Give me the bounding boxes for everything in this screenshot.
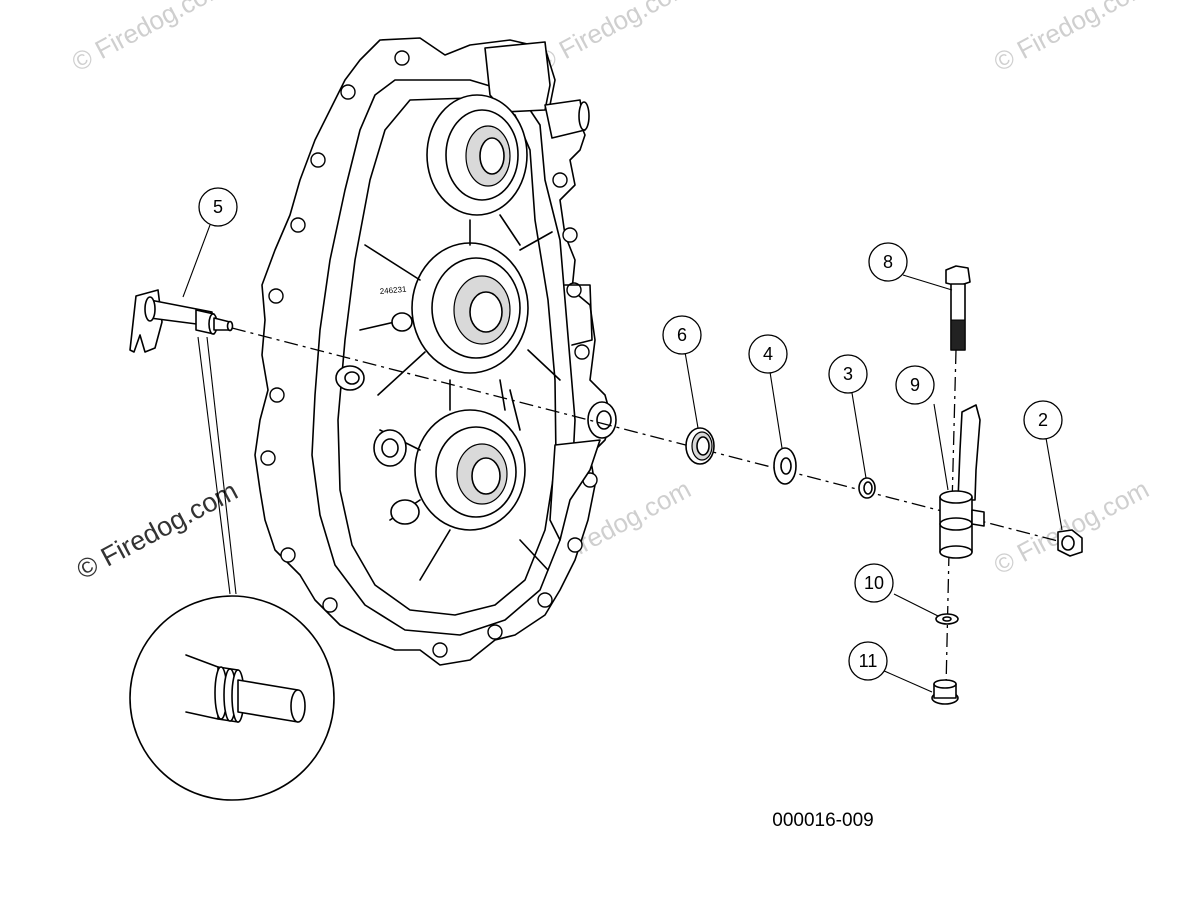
watermark-top-left: © Firedog.com bbox=[67, 0, 232, 77]
small-washer bbox=[935, 613, 959, 625]
flange-nut-side bbox=[1057, 529, 1083, 557]
svg-text:11: 11 bbox=[859, 651, 878, 671]
callout-9: 9 bbox=[895, 365, 935, 405]
clamp-bolt bbox=[945, 265, 971, 351]
detail-magnifier bbox=[129, 336, 335, 801]
callout-5: 5 bbox=[198, 187, 238, 227]
svg-text:2: 2 bbox=[1038, 410, 1048, 430]
callout-3: 3 bbox=[828, 354, 868, 394]
watermark-top-right: © Firedog.com bbox=[989, 0, 1154, 77]
callout-2: 2 bbox=[1023, 400, 1063, 440]
o-ring bbox=[858, 477, 876, 499]
svg-text:3: 3 bbox=[843, 364, 853, 384]
casting-mark: 246231 bbox=[379, 285, 407, 296]
callout-11: 11 bbox=[848, 641, 888, 681]
svg-text:9: 9 bbox=[910, 375, 920, 395]
oil-seal bbox=[685, 427, 715, 465]
svg-text:10: 10 bbox=[864, 573, 884, 593]
shift-lever-arm bbox=[939, 404, 985, 559]
svg-text:5: 5 bbox=[213, 197, 223, 217]
shift-shaft bbox=[129, 289, 234, 353]
flange-nut-bottom bbox=[931, 679, 959, 705]
svg-text:8: 8 bbox=[883, 252, 893, 272]
flat-washer bbox=[773, 447, 797, 485]
callout-4: 4 bbox=[748, 334, 788, 374]
watermark-top-center: © Firedog.com bbox=[531, 0, 696, 77]
center-lines bbox=[231, 327, 1063, 689]
callout-8: 8 bbox=[868, 242, 908, 282]
leader-lines bbox=[182, 224, 1063, 693]
svg-text:6: 6 bbox=[677, 325, 687, 345]
callout-6: 6 bbox=[662, 315, 702, 355]
gear-case-cover: 246231 bbox=[254, 37, 617, 666]
diagram-code: 000016-009 bbox=[772, 810, 873, 831]
watermark-mid-right: © Firedog.com bbox=[989, 474, 1154, 581]
svg-text:4: 4 bbox=[763, 344, 773, 364]
callout-10: 10 bbox=[854, 563, 894, 603]
